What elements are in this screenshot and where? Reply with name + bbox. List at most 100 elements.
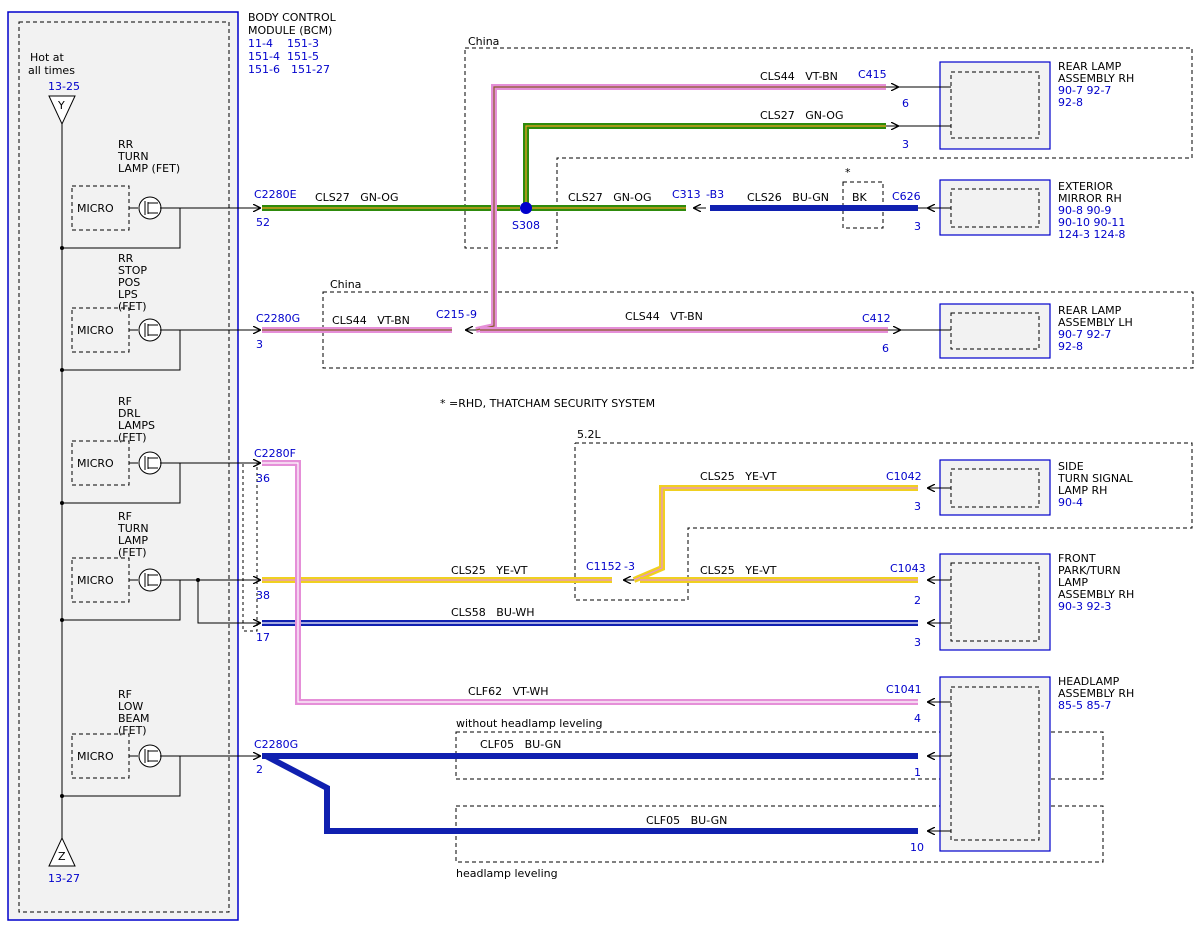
c2280f-pin: 36	[256, 472, 270, 485]
micro-label: MICRO	[77, 574, 114, 587]
rear-lamp-lh-inner	[950, 312, 1040, 350]
wire-label: CLS27 GN-OG	[760, 109, 844, 122]
junction-dot	[60, 246, 64, 250]
bcm-ref: 151-3	[287, 37, 319, 50]
ref-top: 13-25	[48, 80, 80, 93]
c2280f-outline	[242, 462, 258, 632]
bcm-ref: 151-5	[287, 50, 319, 63]
fet-icon	[138, 196, 162, 220]
component-connectors	[886, 87, 951, 831]
component-title: FRONT	[1058, 552, 1096, 565]
component-ref: 92-8	[1058, 96, 1083, 109]
fet-icon	[138, 451, 162, 475]
c1041-pin: 10	[910, 841, 924, 854]
micro-label: MICRO	[77, 202, 114, 215]
c2280g-bot-pin: 2	[256, 763, 263, 776]
component-title: EXTERIOR	[1058, 180, 1114, 193]
c2280g-pin: 3	[256, 338, 263, 351]
fet-icon	[138, 744, 162, 768]
rear-lamp-rh-inner	[950, 71, 1040, 139]
fet-return	[62, 462, 181, 504]
c1041-pin: 1	[914, 766, 921, 779]
wire-clf05-body	[264, 753, 918, 834]
c415-pin: 3	[902, 138, 909, 151]
component-title: TURN SIGNAL	[1057, 472, 1134, 485]
c313-pin: -B3	[706, 188, 724, 201]
component-title: ASSEMBLY RH	[1058, 72, 1134, 85]
component-ref: 90-4	[1058, 496, 1083, 509]
flag-y-icon	[48, 95, 76, 126]
junction-dot	[60, 794, 64, 798]
headlamp-box	[939, 676, 1051, 852]
c2280f-pin: 17	[256, 631, 270, 644]
fet-channel-icon	[147, 202, 158, 214]
connector-labels: C2280E 52 C2280G 3 C2280F 36 38 17 C2280…	[254, 68, 926, 854]
wire-label: CLS25 YE-VT	[700, 470, 777, 483]
component-ref: 90-7 92-7	[1058, 84, 1111, 97]
fet-channel-icon	[147, 750, 158, 762]
wire-clf62-stripe	[262, 462, 918, 703]
wire-label: CLS27 GN-OG	[568, 191, 652, 204]
fet-label: RR	[118, 252, 134, 265]
component-title: ASSEMBLY RH	[1058, 588, 1134, 601]
c626-name: C626	[892, 190, 921, 203]
hot-label-1: Hot at	[30, 51, 65, 64]
fet-icon	[138, 568, 162, 592]
c215-name: C215	[436, 308, 465, 321]
c2280g-name: C2280G	[256, 312, 300, 325]
fet-return	[62, 755, 181, 797]
wire-label: CLS27 GN-OG	[315, 191, 399, 204]
c1041-name: C1041	[886, 683, 922, 696]
wires: S308	[248, 84, 918, 834]
component-title: SIDE	[1058, 460, 1084, 473]
c2280f-name: C2280F	[254, 447, 296, 460]
component-title: MIRROR RH	[1058, 192, 1122, 205]
fet-icon	[138, 318, 162, 342]
micro-label: MICRO	[77, 750, 114, 763]
fet-label: LAMPS	[118, 419, 155, 432]
wire-label: CLS44 VT-BN	[625, 310, 703, 323]
c1152-name: C1152	[586, 560, 622, 573]
component-title: PARK/TURN	[1058, 564, 1121, 577]
china-box-1	[464, 47, 1193, 249]
fet-label: (FET)	[118, 431, 147, 444]
bcm-ref: 151-27	[291, 63, 330, 76]
c1043-pin: 2	[914, 594, 921, 607]
fet-return	[62, 207, 181, 249]
fet-label: DRL	[118, 407, 141, 420]
flag-z-icon	[48, 836, 76, 867]
bcm-ref: 11-4	[248, 37, 273, 50]
component-ref: 90-8 90-9	[1058, 204, 1111, 217]
c1043-name: C1043	[890, 562, 926, 575]
junction-dot	[60, 501, 64, 505]
label-5-2l: 5.2L	[577, 428, 601, 441]
wire-label: CLS26 BU-GN	[747, 191, 829, 204]
hot-label-2: all times	[28, 64, 75, 77]
fet-label: RF	[118, 395, 132, 408]
box-5-2l	[574, 442, 1193, 601]
bcm-title-1: BODY CONTROL	[248, 11, 337, 24]
component-title: LAMP RH	[1058, 484, 1107, 497]
without-leveling-label: without headlamp leveling	[456, 717, 602, 730]
bcm-ref: 151-6	[248, 63, 280, 76]
wire-labels: CLS44 VT-BN CLS27 GN-OG CLS27 GN-OG CLS2…	[315, 70, 844, 827]
component-title: REAR LAMP	[1058, 60, 1122, 73]
splice-label: S308	[512, 219, 540, 232]
fet-label: TURN	[117, 522, 149, 535]
c1042-name: C1042	[886, 470, 922, 483]
wire-label: CLS44 VT-BN	[760, 70, 838, 83]
component-ref: 90-3 92-3	[1058, 600, 1111, 613]
c2280f-pin: 38	[256, 589, 270, 602]
with-leveling-box	[455, 805, 1104, 863]
component-ref: 92-8	[1058, 340, 1083, 353]
rear-lamp-rh-box	[939, 61, 1051, 150]
china-label-2: China	[330, 278, 361, 291]
china-box-2	[322, 291, 1194, 369]
wire-label: CLF05 BU-GN	[480, 738, 561, 751]
